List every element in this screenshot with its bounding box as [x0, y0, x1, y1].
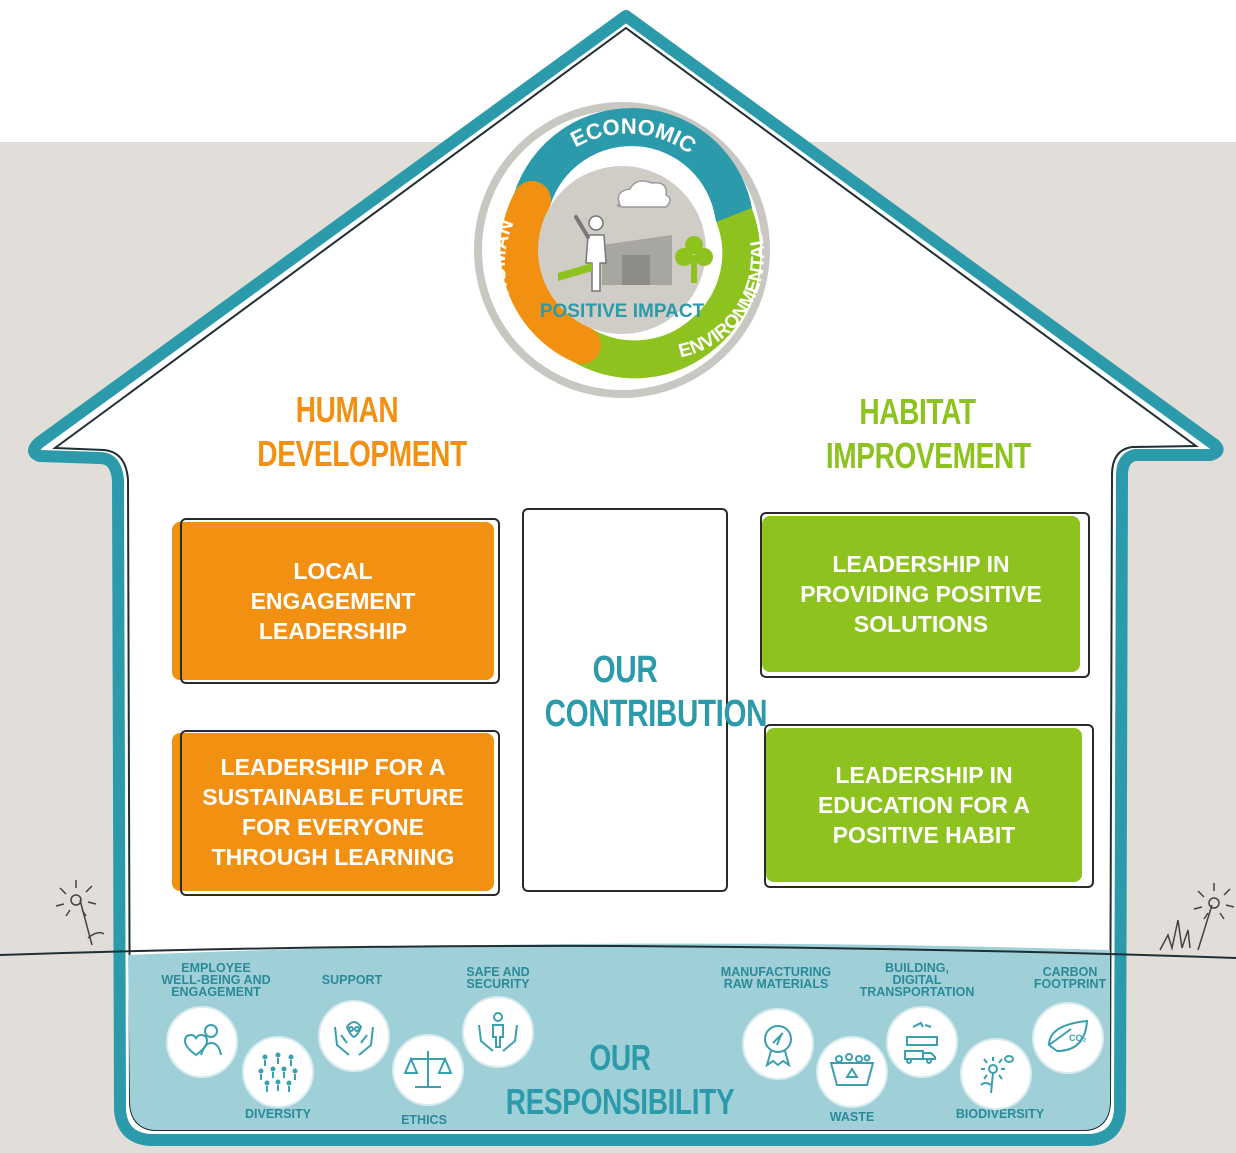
waste-label: WASTE — [782, 1110, 922, 1124]
person-building-tree-icon — [558, 180, 713, 292]
flower-bee-icon — [960, 1038, 1032, 1110]
recycle-bin-icon — [816, 1036, 888, 1108]
label-line: DIVERSITY — [245, 1107, 311, 1121]
label-line: DIGITAL — [892, 973, 942, 987]
center-line: CONTRIBUTION — [544, 693, 768, 735]
sustainable-future-box: LEADERSHIP FOR A SUSTAINABLE FUTURE FOR … — [172, 733, 494, 891]
positive-impact-wheel: ECONOMIC HUMAN ENVIRONMENTAL POSITIVE IM… — [474, 102, 770, 398]
box-line: SUSTAINABLE FUTURE — [202, 784, 464, 810]
box-line: FOR EVERYONE — [242, 814, 424, 840]
ethics-label: ETHICS — [354, 1113, 494, 1127]
local-engagement-box: LOCAL ENGAGEMENT LEADERSHIP — [172, 522, 494, 680]
badge-icon — [742, 1008, 814, 1080]
box-line: LEADERSHIP — [258, 618, 408, 644]
label-line: SUPPORT — [321, 973, 383, 987]
scales-icon — [392, 1034, 464, 1106]
diversity-label: DIVERSITY — [208, 1107, 348, 1121]
label-line: TRANSPORTATION — [859, 985, 975, 999]
box-line: LEADERSHIP FOR A — [220, 754, 446, 780]
label-line: WASTE — [829, 1110, 875, 1124]
box-line: PROVIDING POSITIVE — [800, 581, 1042, 607]
right-flower — [1159, 883, 1235, 951]
positive-solutions-box: LEADERSHIP IN PROVIDING POSITIVE SOLUTIO… — [762, 516, 1080, 672]
our-contribution-label: OUR CONTRIBUTION — [544, 648, 768, 736]
hands-support-icon — [318, 1000, 390, 1072]
building-transport-label: BUILDING, DIGITAL TRANSPORTATION — [847, 961, 987, 999]
label-line: BUILDING, — [885, 961, 949, 975]
box-line: LOCAL — [293, 558, 373, 584]
safe-security-label: SAFE AND SECURITY — [428, 965, 568, 991]
co2-text: CO₂ — [1069, 1033, 1087, 1043]
label-line: SAFE AND — [466, 965, 530, 979]
box-line: SOLUTIONS — [853, 611, 989, 637]
habitat-improvement-heading: HABITAT IMPROVEMENT — [825, 390, 1031, 478]
hands-person-icon — [462, 996, 534, 1068]
label-line: RAW MATERIALS — [723, 977, 829, 991]
co2-leaf-icon: CO₂ — [1032, 1002, 1104, 1074]
positive-impact-label: POSITIVE IMPACT — [540, 301, 705, 322]
our-responsibility-label: OUR RESPONSIBILITY — [503, 1036, 737, 1124]
contribution-column — [522, 508, 728, 892]
label-line: MANUFACTURING — [720, 965, 832, 979]
heading-line: HABITAT — [859, 391, 976, 432]
heading-line: HUMAN — [295, 389, 399, 430]
economic-segment — [513, 108, 753, 234]
people-group-icon — [242, 1036, 314, 1108]
resp-line: OUR — [589, 1037, 651, 1078]
human-development-heading: HUMAN DEVELOPMENT — [257, 388, 467, 476]
label-line: BIODIVERSITY — [955, 1107, 1045, 1121]
label-line: FOOTPRINT — [1033, 977, 1107, 991]
label-line: SECURITY — [466, 977, 530, 991]
employee-wellbeing-label: EMPLOYEE WELL-BEING AND ENGAGEMENT — [146, 961, 286, 999]
label-line: WELL-BEING AND — [161, 973, 271, 987]
box-line: THROUGH LEARNING — [211, 844, 455, 870]
human-segment — [500, 181, 601, 364]
support-label: SUPPORT — [282, 973, 422, 987]
biodiversity-label: BIODIVERSITY — [930, 1107, 1070, 1121]
box-line: POSITIVE HABIT — [832, 822, 1016, 848]
resp-line: RESPONSIBILITY — [505, 1081, 735, 1122]
heading-line: IMPROVEMENT — [825, 435, 1031, 476]
carbon-footprint-label: CARBON FOOTPRINT — [1000, 965, 1140, 991]
label-line: ETHICS — [401, 1113, 447, 1127]
left-flower — [55, 880, 105, 946]
box-line: EDUCATION FOR A — [817, 792, 1031, 818]
box-line: LEADERSHIP IN — [832, 551, 1010, 577]
label-line: ENGAGEMENT — [171, 985, 261, 999]
label-line: CARBON — [1042, 965, 1098, 979]
box-line: LEADERSHIP IN — [835, 762, 1013, 788]
label-line: EMPLOYEE — [181, 961, 251, 975]
manufacturing-label: MANUFACTURING RAW MATERIALS — [706, 965, 846, 991]
transport-icon — [886, 1006, 958, 1078]
environmental-segment-upper — [691, 208, 761, 348]
heart-person-icon — [166, 1006, 238, 1078]
box-line: ENGAGEMENT — [250, 588, 416, 614]
center-line: OUR — [592, 649, 658, 691]
heading-line: DEVELOPMENT — [257, 433, 467, 474]
positive-habit-box: LEADERSHIP IN EDUCATION FOR A POSITIVE H… — [766, 728, 1082, 882]
